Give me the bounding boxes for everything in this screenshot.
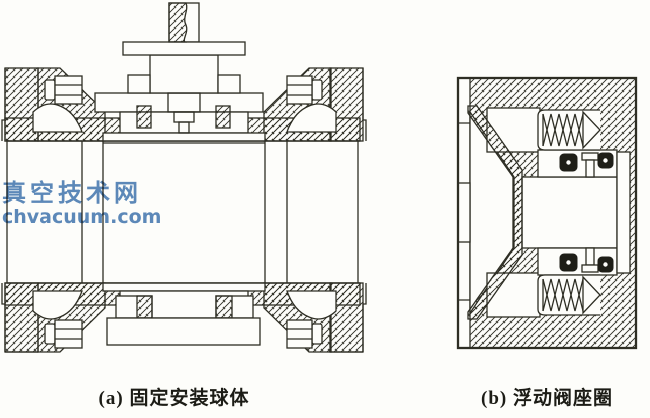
flange-bolt-bottom-left: [44, 319, 83, 349]
handle-tee-bar: [122, 41, 246, 56]
stem-packing-seals: [136, 105, 231, 129]
stem-broken-section: [168, 2, 188, 43]
trunnion-bottom-plate: [106, 295, 261, 346]
bore-and-ball: [6, 140, 360, 284]
seat-spring-top: [537, 109, 601, 151]
flange-bolt-bottom-right: [286, 319, 323, 349]
figure-b-drawing: [456, 76, 638, 350]
figure-a-drawing: [1, 2, 367, 353]
wall-step-lines: [458, 122, 470, 301]
figure-b-caption: (b) 浮动阀座圈: [481, 388, 613, 409]
bottom-cover-plate: [106, 317, 261, 346]
flange-bolt-top-right: [286, 75, 323, 105]
stem-assembly: [122, 2, 246, 134]
o-ring-seals: [559, 152, 614, 273]
figure-a-caption: (a) 固定安装球体: [98, 388, 250, 409]
flange-outer-profile: [1, 68, 367, 353]
seat-spring-bottom: [537, 274, 601, 316]
body-outer-frame: [456, 76, 638, 350]
seat-ring-section: [467, 105, 523, 320]
flange-bolt-top-left: [44, 75, 83, 105]
